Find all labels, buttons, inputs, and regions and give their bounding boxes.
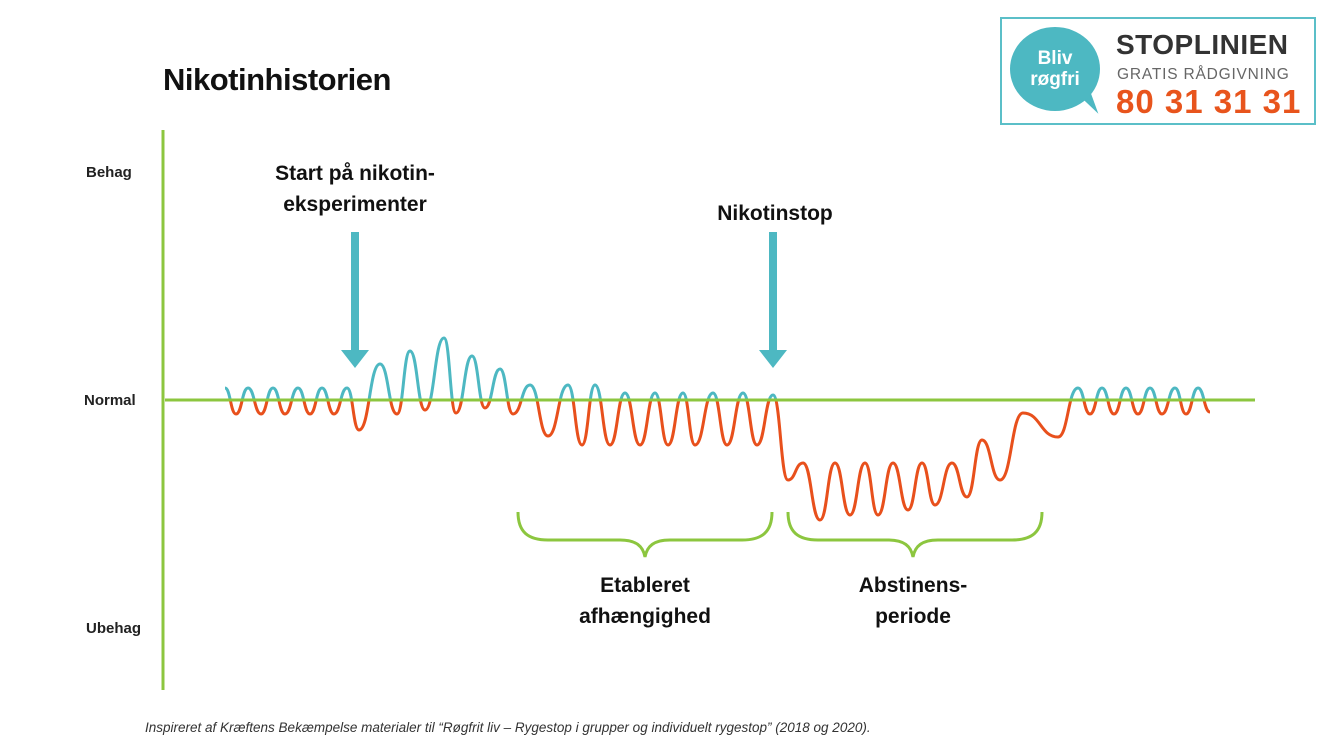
annotation-stop: Nikotinstop — [717, 202, 833, 225]
logo-tagline: GRATIS RÅDGIVNING — [1117, 66, 1290, 83]
phase-label-line2: afhængighed — [579, 605, 711, 628]
wave-below-normal — [228, 400, 1211, 522]
phase-label-abstinence: Abstinens- periode — [803, 570, 1023, 632]
annotation-start-line2: eksperimenter — [283, 193, 427, 216]
arrow-stop — [759, 232, 787, 368]
stoplinien-logo[interactable]: Bliv røgfri STOPLINIEN GRATIS RÅDGIVNING… — [1000, 17, 1316, 125]
phase-label-line2: periode — [875, 605, 951, 628]
annotation-start: Start på nikotin- eksperimenter — [235, 158, 475, 220]
annotation-start-line1: Start på nikotin- — [275, 162, 435, 185]
y-label-ubehag: Ubehag — [86, 620, 142, 637]
arrow-start — [341, 232, 369, 368]
bubble-line2: røgfri — [1030, 69, 1080, 90]
logo-phone[interactable]: 80 31 31 31 — [1116, 83, 1302, 120]
wave-above-normal — [224, 336, 1206, 400]
y-label-behag: Behag — [86, 164, 132, 181]
phase-label-line1: Etableret — [600, 574, 690, 597]
page-title: Nikotinhistorien — [163, 62, 391, 97]
brace-abstinence — [786, 511, 1044, 558]
source-footer: Inspireret af Kræftens Bekæmpelse materi… — [145, 720, 871, 735]
brace-dependence — [516, 511, 774, 558]
speech-bubble: Bliv røgfri — [1010, 27, 1100, 111]
phase-label-line1: Abstinens- — [858, 574, 968, 597]
phase-label-dependence: Etableret afhængighed — [535, 570, 755, 632]
logo-name: STOPLINIEN — [1116, 29, 1289, 60]
bubble-line1: Bliv — [1037, 48, 1073, 69]
y-label-normal: Normal — [84, 392, 136, 409]
